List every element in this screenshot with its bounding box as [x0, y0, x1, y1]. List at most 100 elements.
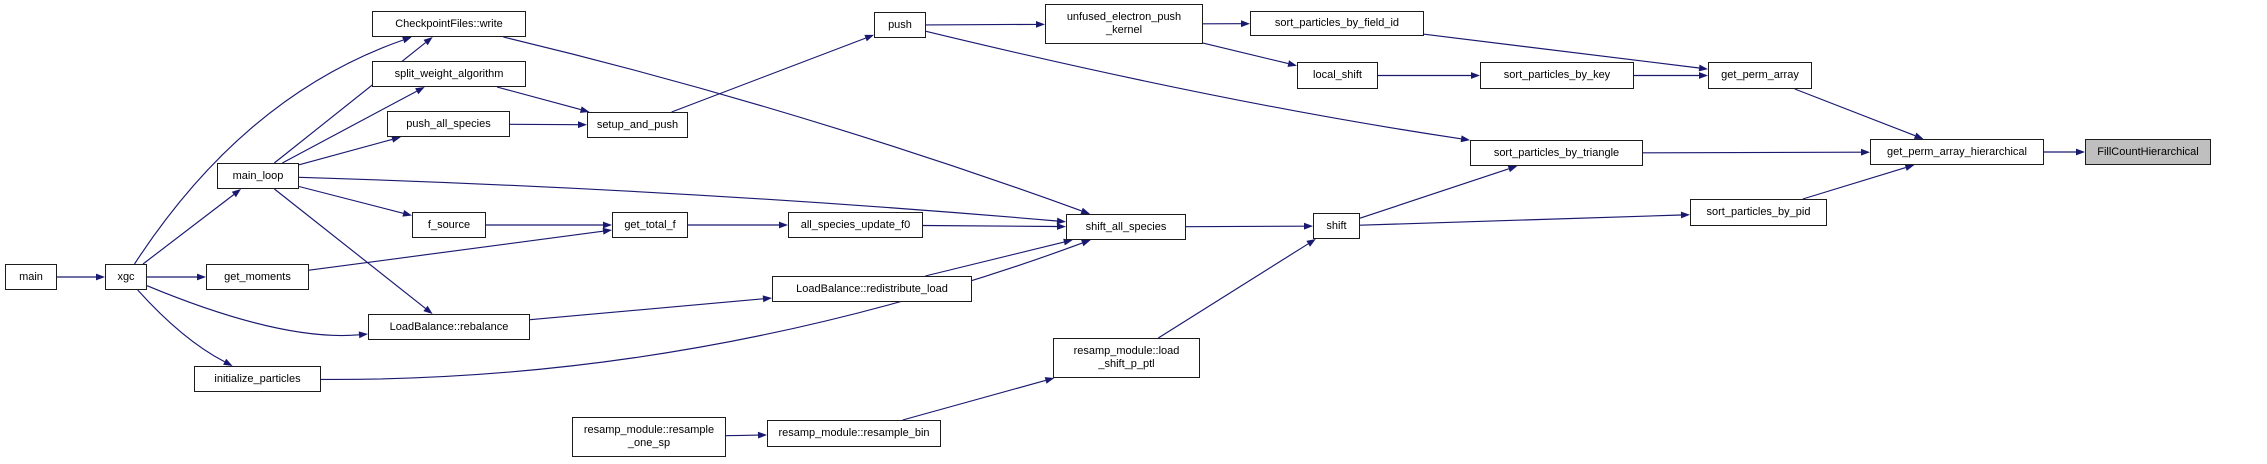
- arrowhead-unfused_kernel-local_shift: [1287, 60, 1297, 67]
- edge-unfused_kernel-local_shift: [1202, 42, 1289, 65]
- arrowhead-xgc-initialize_particles: [223, 358, 233, 366]
- graph-node-label: setup_and_push: [596, 118, 679, 131]
- graph-node-label: main: [19, 270, 43, 283]
- edge-all_species_f0-shift_all_species: [922, 224, 1058, 228]
- graph-node-label: shift_all_species: [1085, 220, 1167, 233]
- edge-initialize_particles-shift_all_species: [320, 242, 1083, 380]
- graph-node-shift[interactable]: shift: [1313, 213, 1360, 239]
- edge-split_weight-setup_and_push: [496, 86, 581, 111]
- arrowhead-main_loop-split_weight: [415, 87, 425, 95]
- arrowhead-xgc-main_loop: [231, 189, 241, 198]
- arrowhead-local_shift-sort_by_key: [1471, 72, 1480, 79]
- edge-shift-sort_by_pid: [1359, 214, 1682, 226]
- graph-node-label: sort_particles_by_key: [1503, 69, 1611, 81]
- edge-resample_bin-load_shift_p_ptl: [902, 379, 1046, 421]
- graph-node-label: get_moments: [224, 270, 291, 283]
- edge-main_loop-rebalance: [274, 188, 426, 309]
- graph-node-label: shift: [1326, 219, 1347, 232]
- arrowhead-get_perm_array-get_perm_hier: [1913, 132, 1924, 139]
- edge-resample_one_sp-resample_bin: [725, 434, 759, 437]
- edge-push-sort_by_triangle: [925, 30, 1462, 140]
- arrowhead-main_loop-shift_all_species: [1056, 217, 1066, 225]
- graph-node-xgc[interactable]: xgc: [105, 264, 147, 290]
- graph-node-initialize_particles[interactable]: initialize_particles: [194, 366, 321, 392]
- graph-node-local_shift[interactable]: local_shift: [1297, 62, 1378, 89]
- graph-node-label: local_shift: [1313, 69, 1362, 81]
- graph-node-setup_and_push[interactable]: setup_and_push: [587, 112, 688, 138]
- edge-setup_and_push-push: [671, 37, 866, 113]
- graph-node-resample_one_sp[interactable]: resamp_module::resample _one_sp: [572, 417, 726, 457]
- graph-node-label: get_perm_array_hierarchical: [1886, 145, 2027, 158]
- edge-redistribute_load-shift_all_species: [925, 241, 1065, 277]
- graph-node-push[interactable]: push: [874, 12, 926, 38]
- graph-node-label: xgc: [117, 270, 135, 283]
- arrowhead-main_loop-checkpoint_write: [423, 37, 433, 46]
- arrowhead-sort_by_field_id-get_perm_array: [1698, 64, 1708, 72]
- graph-node-label: initialize_particles: [214, 372, 301, 385]
- graph-node-label: FillCountHierarchical: [2097, 145, 2199, 158]
- edge-sort_by_triangle-get_perm_hier: [1642, 151, 1862, 154]
- graph-node-label: main_loop: [232, 169, 284, 182]
- graph-node-label: get_total_f: [624, 218, 676, 231]
- graph-node-sort_by_field_id[interactable]: sort_particles_by_field_id: [1250, 11, 1424, 36]
- arrowhead-redistribute_load-shift_all_species: [1063, 238, 1073, 246]
- edge-main_loop-shift_all_species: [298, 176, 1058, 222]
- arrowhead-main_loop-push_all_species: [391, 136, 401, 143]
- arrowhead-push_all_species-setup_and_push: [578, 121, 587, 129]
- graph-node-sort_by_triangle[interactable]: sort_particles_by_triangle: [1470, 140, 1643, 166]
- graph-node-label: get_perm_array: [1721, 69, 1799, 81]
- edge-load_shift_p_ptl-shift: [1157, 243, 1309, 339]
- arrowhead-main-xgc: [96, 273, 105, 281]
- arrowhead-xgc-checkpoint_write: [402, 36, 412, 44]
- graph-node-rebalance[interactable]: LoadBalance::rebalance: [368, 314, 530, 340]
- edge-main_loop-push_all_species: [298, 138, 393, 166]
- arrowhead-shift-sort_by_triangle: [1507, 165, 1518, 173]
- graph-node-sort_by_pid[interactable]: sort_particles_by_pid: [1690, 199, 1827, 226]
- arrowhead-split_weight-setup_and_push: [579, 106, 590, 113]
- arrowhead-resample_bin-load_shift_p_ptl: [1044, 377, 1055, 384]
- graph-node-label: resamp_module::load _shift_p_ptl: [1073, 345, 1180, 370]
- graph-node-label: sort_particles_by_triangle: [1493, 146, 1620, 159]
- graph-node-label: push: [888, 18, 912, 31]
- graph-node-redistribute_load[interactable]: LoadBalance::redistribute_load: [772, 276, 972, 302]
- edge-xgc-initialize_particles: [137, 289, 225, 363]
- graph-node-label: f_source: [427, 218, 471, 231]
- edge-checkpoint_write-shift_all_species: [503, 36, 1082, 212]
- arrowhead-push-sort_by_triangle: [1460, 135, 1470, 143]
- graph-node-f_source[interactable]: f_source: [412, 212, 486, 238]
- graph-node-sort_by_key[interactable]: sort_particles_by_key: [1480, 62, 1634, 89]
- arrowhead-get_perm_hier-fillcount: [2076, 148, 2085, 156]
- arrowhead-f_source-get_total_f: [603, 221, 612, 229]
- graph-node-resample_bin[interactable]: resamp_module::resample_bin: [767, 420, 941, 447]
- graph-node-shift_all_species[interactable]: shift_all_species: [1066, 214, 1186, 240]
- arrowhead-all_species_f0-shift_all_species: [1057, 223, 1066, 230]
- graph-node-get_total_f[interactable]: get_total_f: [612, 212, 688, 238]
- edge-sort_by_pid-get_perm_hier: [1802, 167, 1906, 200]
- arrowhead-rebalance-redistribute_load: [762, 295, 772, 303]
- graph-node-get_perm_array[interactable]: get_perm_array: [1708, 62, 1812, 89]
- graph-node-load_shift_p_ptl[interactable]: resamp_module::load _shift_p_ptl: [1053, 338, 1200, 378]
- edge-xgc-rebalance: [146, 285, 360, 337]
- arrowhead-push-unfused_kernel: [1036, 21, 1045, 28]
- graph-node-push_all_species[interactable]: push_all_species: [387, 111, 510, 137]
- graph-node-label: LoadBalance::redistribute_load: [796, 282, 948, 295]
- graph-node-get_moments[interactable]: get_moments: [206, 264, 309, 290]
- graph-node-main_loop[interactable]: main_loop: [217, 163, 299, 189]
- edge-get_moments-get_total_f: [308, 230, 604, 271]
- graph-node-label: push_all_species: [406, 117, 491, 130]
- graph-node-label: CheckpointFiles::write: [395, 17, 503, 30]
- graph-node-main[interactable]: main: [5, 264, 57, 290]
- arrowhead-load_shift_p_ptl-shift: [1306, 239, 1316, 247]
- graph-node-get_perm_hier[interactable]: get_perm_array_hierarchical: [1870, 139, 2044, 165]
- arrowhead-checkpoint_write-shift_all_species: [1080, 207, 1091, 215]
- edge-xgc-main_loop: [142, 194, 235, 265]
- graph-node-unfused_kernel[interactable]: unfused_electron_push _kernel: [1045, 4, 1203, 44]
- graph-node-checkpoint_write[interactable]: CheckpointFiles::write: [372, 11, 526, 37]
- arrowhead-shift-sort_by_pid: [1680, 211, 1690, 219]
- edge-sort_by_field_id-get_perm_array: [1423, 33, 1700, 69]
- arrowhead-xgc-get_moments: [197, 273, 206, 281]
- graph-node-split_weight[interactable]: split_weight_algorithm: [372, 61, 526, 87]
- arrowhead-sort_by_pid-get_perm_hier: [1904, 164, 1915, 171]
- arrowhead-shift_all_species-shift: [1304, 222, 1313, 230]
- graph-node-all_species_f0[interactable]: all_species_update_f0: [788, 212, 923, 238]
